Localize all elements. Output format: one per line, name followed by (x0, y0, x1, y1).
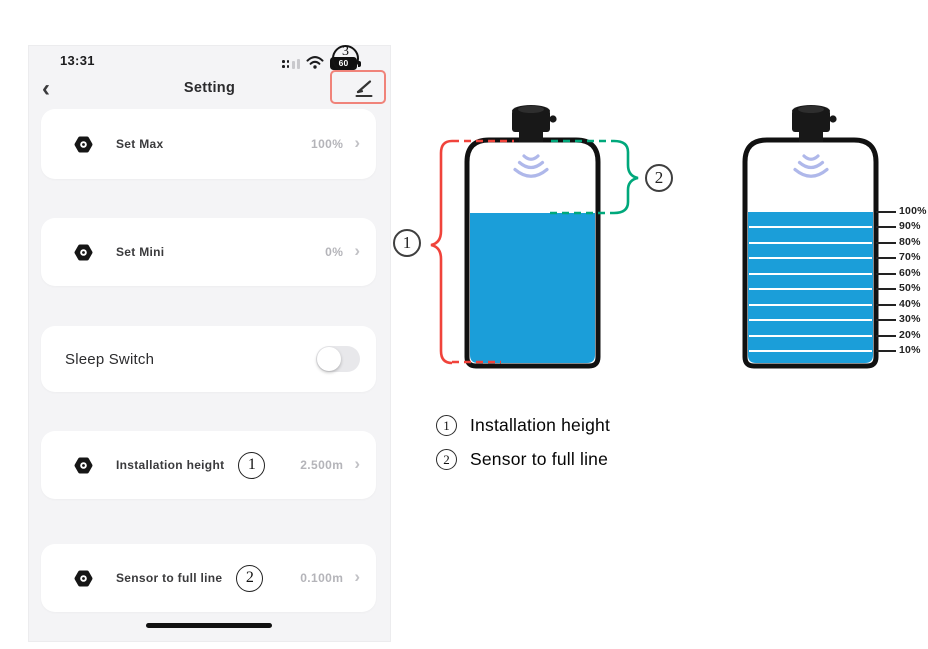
legend-text: Sensor to full line (470, 449, 609, 469)
diagram-circled-1: 1 (393, 229, 421, 257)
status-time: 13:31 (60, 53, 95, 68)
scale-label-30: 30% (899, 313, 921, 325)
row-label: Sleep Switch (65, 350, 155, 368)
row-label: Set Mini (116, 245, 165, 259)
row-sleep-switch: Sleep Switch (41, 326, 376, 392)
legend-circled-2: 2 (436, 449, 457, 470)
status-bar: 13:31 60 3 (29, 44, 390, 74)
gear-icon (74, 457, 93, 474)
chevron-right-icon: › (354, 567, 360, 586)
diagram-circled-2: 2 (645, 164, 673, 192)
right-tank (742, 105, 896, 369)
gear-icon (74, 136, 93, 153)
row-value: 2.500m (300, 458, 344, 472)
circled-1-annotation: 1 (238, 451, 266, 479)
row-value: 100% (311, 137, 344, 151)
sleep-switch-toggle[interactable] (316, 346, 360, 372)
edit-pencil-icon[interactable] (352, 77, 376, 104)
row-set-max[interactable]: Set Max 100% › (41, 109, 376, 179)
nav-header: ‹ Setting (29, 70, 390, 110)
chevron-right-icon: › (354, 133, 360, 152)
gear-icon (74, 244, 93, 261)
scale-label-80: 80% (899, 236, 921, 248)
scale-label-90: 90% (899, 220, 921, 232)
back-chevron-icon[interactable]: ‹ (42, 75, 50, 102)
row-label: Installation height (116, 458, 225, 472)
row-value: 0% (325, 245, 344, 259)
legend-text: Installation height (470, 415, 611, 435)
row-value: 0.100m (300, 571, 344, 585)
scale-label-10: 10% (899, 344, 921, 356)
scale-label-60: 60% (899, 267, 921, 279)
scale-label-70: 70% (899, 251, 921, 263)
toggle-knob (317, 347, 341, 371)
chevron-right-icon: › (354, 454, 360, 473)
cellular-signal-icon (282, 58, 302, 70)
row-installation-height[interactable]: Installation height 1 2.500m › (41, 431, 376, 499)
circled-3-number: 3 (342, 44, 349, 59)
row-sensor-to-full-line[interactable]: Sensor to full line 2 0.100m › (41, 544, 376, 612)
diagram-legend: 1 Installation height 2 Sensor to full l… (436, 415, 610, 483)
circled-2-annotation: 2 (236, 564, 264, 592)
edit-button-highlight-box (330, 70, 386, 104)
gear-icon (74, 570, 93, 587)
scale-label-50: 50% (899, 282, 921, 294)
scale-label-40: 40% (899, 298, 921, 310)
home-indicator (146, 623, 272, 628)
phone-settings-screenshot: 13:31 60 3 ‹ Setting (28, 44, 391, 642)
legend-item-sensor-to-full-line: 2 Sensor to full line (436, 449, 610, 470)
left-tank (430, 105, 639, 369)
chevron-right-icon: › (354, 241, 360, 260)
row-set-mini[interactable]: Set Mini 0% › (41, 218, 376, 286)
row-label: Set Max (116, 137, 164, 151)
row-label: Sensor to full line (116, 571, 223, 585)
wifi-icon (306, 56, 324, 74)
page-title: Setting (183, 80, 236, 96)
legend-item-installation-height: 1 Installation height (436, 415, 610, 436)
legend-circled-1: 1 (436, 415, 457, 436)
scale-label-20: 20% (899, 329, 921, 341)
scale-label-100: 100% (899, 205, 927, 217)
